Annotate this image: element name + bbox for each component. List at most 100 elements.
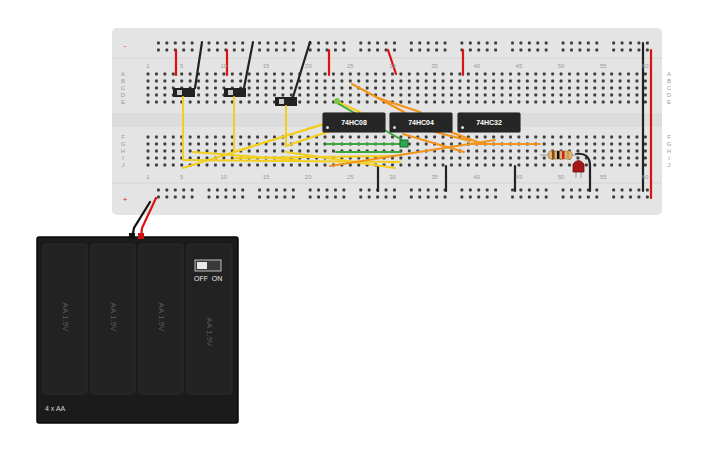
breadboard-hole (486, 49, 489, 52)
breadboard-hole (366, 136, 369, 139)
breadboard: 74HC0874HC0474HC321510152025303540455055… (112, 28, 662, 215)
breadboard-hole (147, 73, 150, 76)
breadboard-hole (265, 94, 268, 97)
breadboard-hole (612, 189, 615, 192)
breadboard-hole (376, 42, 379, 45)
row-letter: I (668, 155, 670, 161)
breadboard-hole (317, 49, 320, 52)
breadboard-hole (585, 164, 588, 167)
black-wire (244, 42, 253, 88)
breadboard-hole (534, 150, 537, 153)
breadboard-hole (273, 80, 276, 83)
breadboard-hole (174, 189, 177, 192)
breadboard-hole (444, 42, 447, 45)
breadboard-hole (602, 164, 605, 167)
breadboard-hole (418, 42, 421, 45)
row-letter: G (667, 141, 672, 147)
breadboard-hole (612, 49, 615, 52)
breadboard-hole (208, 49, 211, 52)
breadboard-hole (612, 42, 615, 45)
breadboard-hole (629, 189, 632, 192)
breadboard-hole (307, 143, 310, 146)
breadboard-hole (258, 49, 261, 52)
red-wire (388, 50, 396, 74)
breadboard-hole (334, 196, 337, 199)
breadboard-hole (627, 164, 630, 167)
breadboard-hole (258, 189, 261, 192)
breadboard-hole (450, 143, 453, 146)
breadboard-hole (273, 87, 276, 90)
breadboard-hole (342, 42, 345, 45)
breadboard-hole (265, 87, 268, 90)
breadboard-hole (292, 49, 295, 52)
breadboard-hole (477, 189, 480, 192)
breadboard-hole (501, 101, 504, 104)
breadboard-hole (222, 101, 225, 104)
breadboard-hole (644, 73, 647, 76)
breadboard-hole (459, 87, 462, 90)
breadboard-hole (222, 157, 225, 160)
breadboard-hole (317, 196, 320, 199)
breadboard-hole (610, 150, 613, 153)
breadboard-hole (391, 94, 394, 97)
breadboard-hole (610, 80, 613, 83)
breadboard-hole (400, 164, 403, 167)
column-number: 10 (221, 63, 228, 69)
breadboard-hole (206, 150, 209, 153)
breadboard-hole (275, 49, 278, 52)
breadboard-hole (492, 164, 495, 167)
column-number: 30 (389, 63, 396, 69)
breadboard-hole (315, 143, 318, 146)
resistor-symbol (540, 151, 578, 159)
breadboard-hole (307, 87, 310, 90)
breadboard-hole (147, 87, 150, 90)
breadboard-hole (239, 73, 242, 76)
column-number: 55 (600, 174, 607, 180)
breadboard-hole (551, 143, 554, 146)
breadboard-hole (208, 189, 211, 192)
column-number: 20 (305, 63, 312, 69)
breadboard-hole (593, 136, 596, 139)
chip-notch (326, 126, 329, 129)
breadboard-hole (450, 73, 453, 76)
breadboard-hole (248, 164, 251, 167)
breadboard-hole (163, 136, 166, 139)
breadboard-hole (357, 94, 360, 97)
breadboard-hole (165, 189, 168, 192)
breadboard-hole (326, 196, 329, 199)
breadboard-hole (189, 101, 192, 104)
breadboard-hole (241, 42, 244, 45)
breadboard-hole (509, 73, 512, 76)
breadboard-hole (374, 101, 377, 104)
breadboard-hole (265, 136, 268, 139)
breadboard-hole (627, 150, 630, 153)
breadboard-hole (216, 42, 219, 45)
breadboard-hole (385, 42, 388, 45)
cell-label: AA 1.5V (109, 303, 117, 332)
breadboard-hole (577, 80, 580, 83)
column-number: 25 (347, 63, 354, 69)
breadboard-hole (222, 164, 225, 167)
breadboard-hole (644, 157, 647, 160)
breadboard-hole (494, 49, 497, 52)
breadboard-hole (265, 164, 268, 167)
breadboard-hole (410, 189, 413, 192)
breadboard-hole (172, 73, 175, 76)
breadboard-hole (349, 164, 352, 167)
breadboard-hole (475, 157, 478, 160)
breadboard-hole (292, 196, 295, 199)
breadboard-hole (644, 101, 647, 104)
breadboard-hole (534, 164, 537, 167)
breadboard-hole (376, 196, 379, 199)
breadboard-hole (416, 94, 419, 97)
breadboard-hole (155, 136, 158, 139)
breadboard-hole (416, 143, 419, 146)
breadboard-hole (400, 157, 403, 160)
breadboard-hole (273, 164, 276, 167)
breadboard-hole (577, 94, 580, 97)
breadboard-hole (461, 189, 464, 192)
logic-chip: 74HC32 (458, 113, 520, 132)
breadboard-hole (340, 80, 343, 83)
breadboard-hole (155, 94, 158, 97)
rail-sign: - (124, 42, 127, 50)
